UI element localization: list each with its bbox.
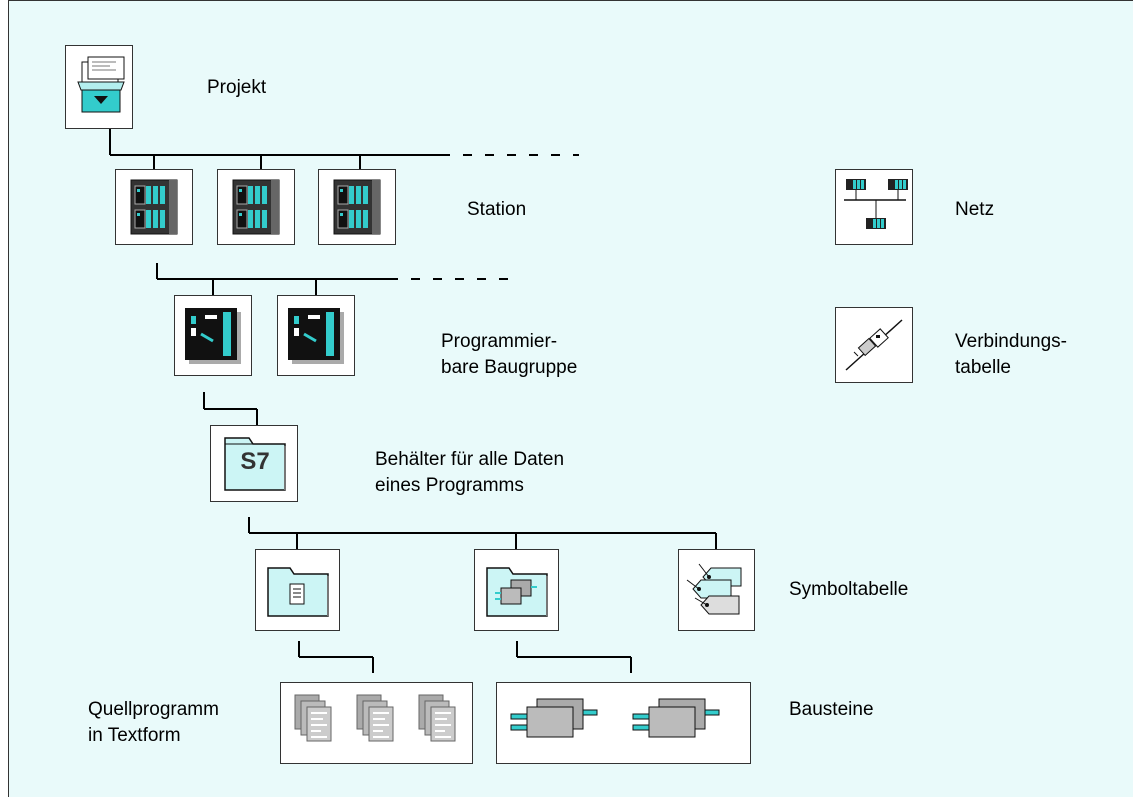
station-node[interactable]	[318, 169, 396, 245]
connection-icon	[836, 308, 912, 382]
s7-program-icon	[211, 426, 297, 501]
container-label-line1: Behälter für alle Daten	[375, 449, 565, 470]
symbol-table-icon	[679, 550, 754, 630]
station-icon	[116, 170, 192, 244]
project-icon	[66, 46, 132, 128]
connection-table-node[interactable]	[835, 307, 913, 383]
network-label: Netz	[955, 199, 995, 220]
station-node[interactable]	[217, 169, 295, 245]
module-icon	[278, 296, 354, 375]
blocks-folder-node[interactable]	[474, 549, 559, 631]
module-node[interactable]	[174, 295, 252, 376]
project-node[interactable]	[65, 45, 133, 129]
blocks-folder-icon	[475, 550, 558, 630]
station-label: Station	[467, 199, 527, 220]
connector-lines	[109, 129, 717, 673]
station-node[interactable]	[115, 169, 193, 245]
source-programs-node[interactable]	[280, 682, 473, 764]
station-icon	[218, 170, 294, 244]
module-node[interactable]	[277, 295, 355, 376]
module-icon	[175, 296, 251, 375]
connection-table-label-line2: tabelle	[955, 357, 1011, 378]
symbol-table-label: Symboltabelle	[789, 579, 909, 600]
module-label-line1: Programmier-	[441, 331, 558, 352]
connection-table-label-line1: Verbindungs-	[955, 331, 1067, 352]
source-programs-label-line1: Quellprogramm	[88, 699, 219, 720]
network-node[interactable]	[835, 169, 913, 245]
container-label-line2: eines Programms	[375, 475, 524, 496]
network-icon	[836, 170, 912, 244]
source-folder-icon	[256, 550, 339, 630]
blocks-label: Bausteine	[789, 699, 874, 720]
source-file-icon	[294, 694, 456, 742]
project-label: Projekt	[207, 77, 267, 98]
s7-text: S7	[240, 448, 270, 475]
blocks-node[interactable]	[496, 682, 751, 764]
module-label-line2: bare Baugruppe	[441, 357, 578, 378]
station-icon	[319, 170, 395, 244]
source-folder-node[interactable]	[255, 549, 340, 631]
s7-program-node[interactable]: S7	[210, 425, 298, 502]
hierarchy-diagram: Projekt	[8, 0, 1133, 797]
symbol-table-node[interactable]	[678, 549, 755, 631]
source-programs-label-line2: in Textform	[88, 725, 181, 746]
block-icon	[510, 698, 720, 738]
